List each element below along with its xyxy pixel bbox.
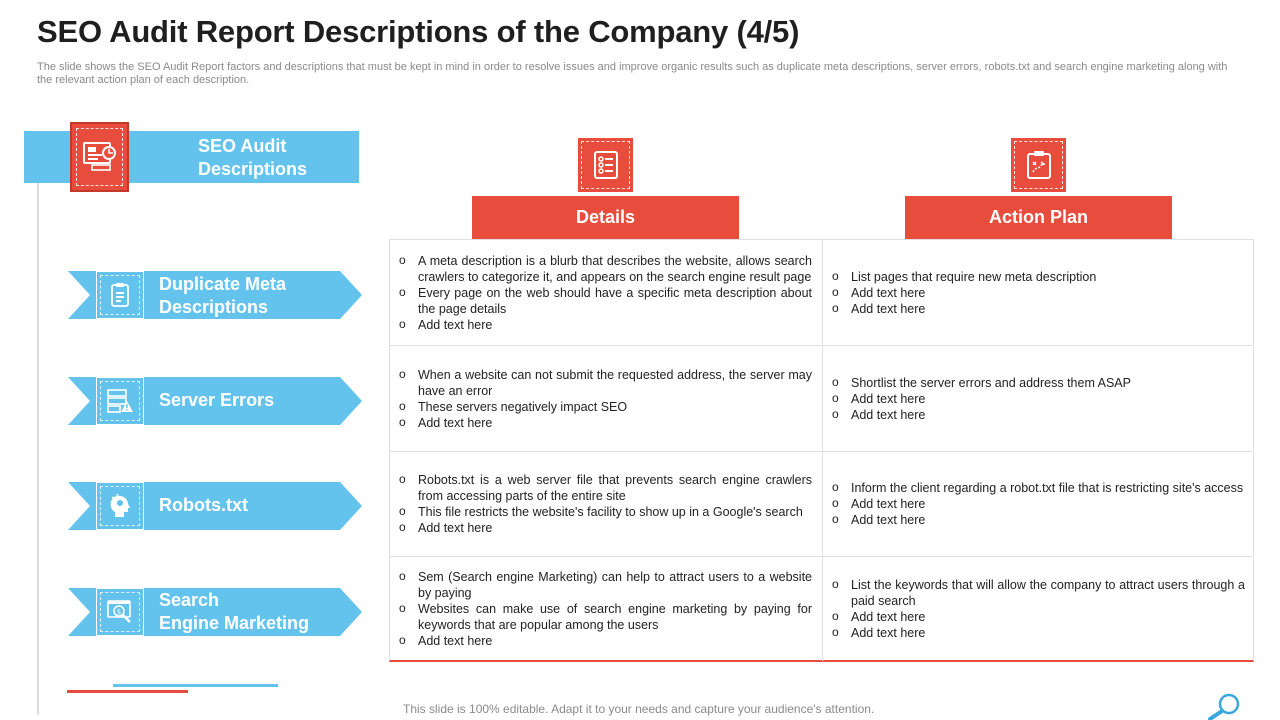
search-money-icon: $ bbox=[96, 588, 144, 636]
row-label-server-errors: Server Errors bbox=[159, 389, 274, 412]
document-copy-icon bbox=[96, 271, 144, 319]
slide-subtitle: The slide shows the SEO Audit Report fac… bbox=[37, 61, 1228, 86]
list-item: When a website can not submit the reques… bbox=[390, 366, 812, 399]
list-item: Add text here bbox=[390, 414, 812, 431]
action-plan-column-header: Action Plan bbox=[905, 196, 1172, 239]
details-cell-sem: Sem (Search engine Marketing) can help t… bbox=[390, 557, 823, 661]
row-banner-duplicate-meta: Duplicate Meta Descriptions bbox=[68, 271, 362, 319]
row-banner-sem: $ Search Engine Marketing bbox=[68, 588, 362, 636]
checklist-icon bbox=[578, 138, 633, 192]
action-cell-sem: List the keywords that will allow the co… bbox=[823, 557, 1254, 661]
left-divider-line bbox=[37, 183, 39, 715]
header-line-2: Descriptions bbox=[198, 159, 308, 179]
row-banner-server-errors: Server Errors bbox=[68, 377, 362, 425]
footer-note: This slide is 100% editable. Adapt it to… bbox=[403, 702, 875, 716]
row-label-line-1: Server Errors bbox=[159, 390, 275, 410]
details-cell-server-errors: When a website can not submit the reques… bbox=[390, 346, 823, 452]
list-item: A meta description is a blurb that descr… bbox=[390, 252, 812, 285]
action-cell-robots: Inform the client regarding a robot.txt … bbox=[823, 452, 1254, 557]
svg-text:$: $ bbox=[117, 608, 121, 616]
list-item: This file restricts the website's facili… bbox=[390, 503, 812, 520]
server-warning-icon bbox=[96, 377, 144, 425]
seo-audit-table: A meta description is a blurb that descr… bbox=[389, 239, 1254, 662]
footer-accent-red bbox=[67, 690, 188, 693]
slide-title: SEO Audit Report Descriptions of the Com… bbox=[37, 14, 800, 49]
action-cell-duplicate-meta: List pages that require new meta descrip… bbox=[823, 240, 1254, 346]
row-label-line-2: Descriptions bbox=[159, 297, 269, 317]
list-item: Add text here bbox=[823, 406, 1245, 423]
row-label-sem: Search Engine Marketing bbox=[159, 589, 309, 635]
list-item: Add text here bbox=[390, 632, 812, 649]
list-item: List the keywords that will allow the co… bbox=[823, 576, 1245, 609]
list-item: Add text here bbox=[823, 624, 1245, 641]
list-item: Shortlist the server errors and address … bbox=[823, 374, 1245, 391]
list-item: Websites can make use of search engine m… bbox=[390, 600, 812, 633]
list-item: Add text here bbox=[390, 316, 812, 333]
action-cell-server-errors: Shortlist the server errors and address … bbox=[823, 346, 1254, 452]
list-item: Sem (Search engine Marketing) can help t… bbox=[390, 568, 812, 601]
clipboard-strategy-icon bbox=[1011, 138, 1066, 192]
report-dashboard-icon bbox=[70, 122, 129, 192]
details-column-header: Details bbox=[472, 196, 739, 239]
details-cell-duplicate-meta: A meta description is a blurb that descr… bbox=[390, 240, 823, 346]
list-item: Add text here bbox=[823, 284, 1245, 301]
row-label-line-1: Search bbox=[159, 590, 220, 610]
list-item: List pages that require new meta descrip… bbox=[823, 268, 1245, 285]
magnifier-icon bbox=[1205, 692, 1243, 720]
robot-head-icon bbox=[96, 482, 144, 530]
header-line-1: SEO Audit bbox=[198, 136, 287, 156]
list-item: Add text here bbox=[390, 519, 812, 536]
list-item: Inform the client regarding a robot.txt … bbox=[823, 479, 1245, 496]
list-item: Robots.txt is a web server file that pre… bbox=[390, 471, 812, 504]
list-item: Add text here bbox=[823, 495, 1245, 512]
list-item: Add text here bbox=[823, 511, 1245, 528]
list-item: Add text here bbox=[823, 390, 1245, 407]
row-banner-robots: Robots.txt bbox=[68, 482, 362, 530]
footer-accent-blue bbox=[113, 684, 278, 687]
details-cell-robots: Robots.txt is a web server file that pre… bbox=[390, 452, 823, 557]
seo-audit-header-label: SEO Audit Descriptions bbox=[198, 135, 307, 181]
list-item: Every page on the web should have a spec… bbox=[390, 284, 812, 317]
row-label-duplicate-meta: Duplicate Meta Descriptions bbox=[159, 273, 286, 319]
row-label-line-1: Robots.txt bbox=[159, 495, 248, 515]
list-item: These servers negatively impact SEO bbox=[390, 398, 812, 415]
list-item: Add text here bbox=[823, 300, 1245, 317]
row-label-robots: Robots.txt bbox=[159, 494, 248, 517]
row-label-line-2: Engine Marketing bbox=[159, 613, 310, 633]
list-item: Add text here bbox=[823, 608, 1245, 625]
row-label-line-1: Duplicate Meta bbox=[159, 274, 287, 294]
